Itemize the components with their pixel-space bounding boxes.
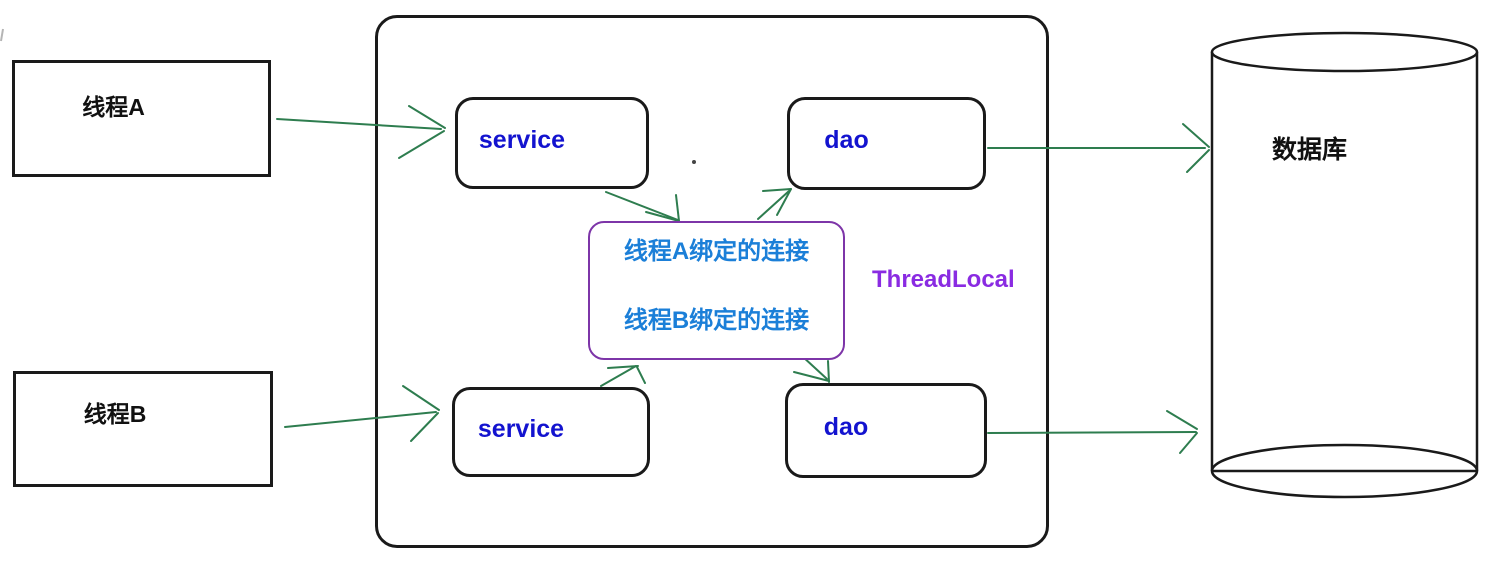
- dao-top-box: dao: [787, 97, 986, 190]
- database-cylinder: [1210, 31, 1479, 499]
- stray-dot: [692, 160, 696, 164]
- service-bottom-label: service: [477, 414, 565, 443]
- stray-edge-tick: [0, 28, 4, 42]
- thread-a-label: 线程A: [82, 94, 145, 120]
- threadlocal-binding-box: 线程A绑定的连接 线程B绑定的连接: [588, 221, 845, 360]
- thread-b-binding-label: 线程B绑定的连接: [623, 307, 810, 334]
- thread-a-box: 线程A: [12, 60, 271, 177]
- thread-b-label: 线程B: [83, 401, 147, 427]
- service-bottom-box: service: [452, 387, 650, 477]
- threadlocal-scope-container: [375, 15, 1049, 548]
- threadlocal-annotation: ThreadLocal: [872, 266, 1015, 293]
- service-top-label: service: [478, 125, 566, 154]
- dao-bottom-box: dao: [785, 383, 987, 478]
- dao-top-label: dao: [824, 126, 869, 154]
- arrow-dao-top-to-database: [987, 123, 1210, 173]
- arrow-thread-a-to-service: [276, 105, 446, 159]
- database-label: 数据库: [1271, 136, 1347, 164]
- arrow-dao-bottom-to-database: [987, 410, 1198, 454]
- thread-b-box: 线程B: [13, 371, 273, 487]
- thread-a-binding-label: 线程A绑定的连接: [623, 238, 810, 265]
- arrow-service-top-to-binding: [605, 191, 680, 222]
- service-top-box: service: [455, 97, 649, 189]
- arrow-thread-b-to-service: [284, 385, 440, 442]
- arrow-service-bottom-to-binding: [600, 365, 646, 387]
- dao-bottom-label: dao: [823, 413, 869, 441]
- arrow-binding-to-dao-top: [757, 188, 792, 220]
